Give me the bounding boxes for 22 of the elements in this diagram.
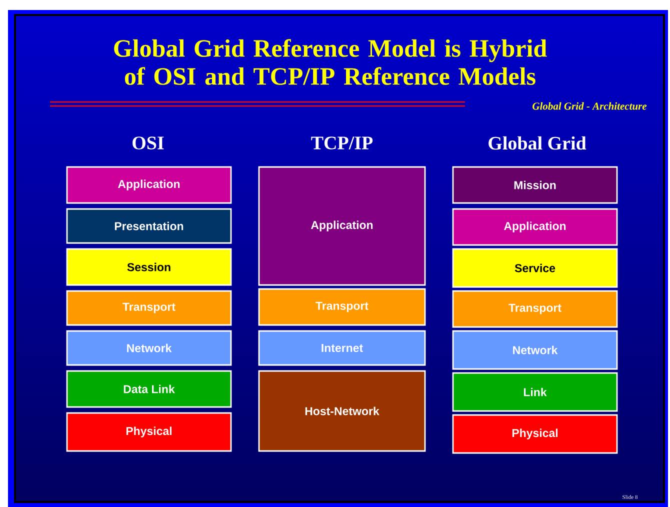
layer-box: Physical: [66, 412, 232, 452]
layer-box: Presentation: [66, 208, 232, 244]
layer-box: Application: [258, 166, 426, 286]
layer-box: Host-Network: [258, 370, 426, 452]
layer-box: Mission: [452, 166, 618, 204]
layer-box: Data Link: [66, 370, 232, 408]
layer-box: Transport: [66, 290, 232, 326]
column-heading: TCP/IP: [311, 136, 373, 150]
column-heading: OSI: [132, 136, 164, 150]
layer-box: Application: [66, 166, 232, 204]
layer-box: Network: [66, 330, 232, 366]
layer-box: Internet: [258, 330, 426, 366]
layer-box: Transport: [452, 290, 618, 328]
layer-box: Link: [452, 372, 618, 412]
layer-box: Service: [452, 248, 618, 288]
layer-box: Transport: [258, 288, 426, 326]
layer-box: Physical: [452, 414, 618, 454]
title: Global Grid Reference Model is Hybrid of OSI and TCP/IP Reference Models: [114, 39, 547, 85]
layer-box: Session: [66, 248, 232, 286]
subtitle-text: Global Grid - Architecture: [532, 102, 647, 110]
layer-box: Application: [452, 208, 618, 246]
layer-box: Network: [452, 330, 618, 370]
